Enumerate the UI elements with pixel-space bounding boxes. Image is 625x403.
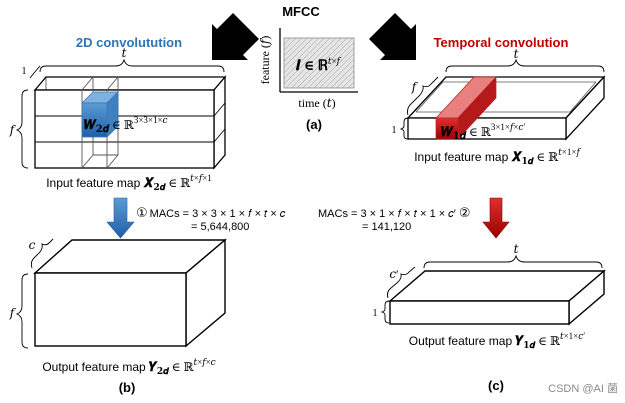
temporal-dim-t: 𝑡 bbox=[514, 47, 519, 61]
temporal-output-box bbox=[388, 269, 606, 326]
conv2d-brace-t bbox=[39, 58, 225, 73]
temporal-macs-line2: = 141,120 bbox=[362, 221, 411, 233]
mfcc-panel bbox=[279, 28, 358, 93]
conv2d-dim-1: 1 bbox=[22, 66, 27, 77]
temporal-out-dim-t: 𝑡 bbox=[514, 242, 519, 256]
temporal-down-arrow-icon bbox=[482, 197, 510, 239]
temporal-out-brace-1 bbox=[380, 300, 390, 324]
temporal-brace-f bbox=[407, 76, 439, 116]
mfcc-x-axis-label: time (𝑡) bbox=[298, 96, 335, 110]
conv2d-dim-f: 𝑓 bbox=[9, 123, 17, 137]
temporal-brace-t bbox=[445, 58, 605, 73]
temporal-out-brace-t bbox=[423, 254, 603, 269]
temporal-dim-1: 1 bbox=[392, 125, 397, 136]
conv2d-brace-1 bbox=[29, 65, 41, 79]
arrow-to-conv2d-icon bbox=[212, 13, 259, 60]
temporal-output-caption: Output feature map 𝒀𝟏𝒅 ∈ ℝ𝑡×1×𝑐′ bbox=[409, 331, 586, 350]
conv2d-out-brace-c bbox=[30, 238, 54, 269]
temporal-out-dim-1: 1 bbox=[373, 308, 378, 319]
temporal-input-caption: Input feature map 𝑿𝟏𝒅 ∈ ℝ𝑡×1×𝑓 bbox=[414, 147, 581, 166]
conv2d-brace-f bbox=[15, 89, 29, 169]
conv2d-out-dim-f: 𝑓 bbox=[9, 306, 17, 320]
conv2d-input-caption: Input feature map 𝑿𝟐𝒅 ∈ ℝ𝑡×𝑓×1 bbox=[46, 173, 212, 192]
temporal-title: Temporal convolution bbox=[434, 35, 569, 50]
temporal-out-brace-c bbox=[386, 266, 416, 299]
panel-label-b: (b) bbox=[119, 380, 136, 395]
conv2d-dim-t: 𝑡 bbox=[122, 46, 127, 60]
temporal-brace-1 bbox=[399, 117, 409, 140]
conv2d-out-brace-f bbox=[15, 273, 29, 349]
watermark: CSDN @AI 菌 bbox=[548, 382, 618, 395]
temporal-dim-f: 𝑓 bbox=[411, 80, 419, 94]
mfcc-y-axis-label: feature (𝑓) bbox=[258, 36, 272, 85]
mfcc-title: MFCC bbox=[282, 4, 320, 19]
conv2d-input-box bbox=[33, 75, 227, 170]
conv2d-kernel-label: 𝑾𝟐𝒅 ∈ ℝ3×3×1×𝑐 bbox=[84, 115, 168, 135]
temporal-kernel-label: 𝑾𝟏𝒅 ∈ ℝ3×1×𝑓×𝑐′ bbox=[441, 122, 525, 142]
conv2d-output-caption: Output feature map 𝒀𝟐𝒅 ∈ ℝ𝑡×𝑓×𝑐 bbox=[42, 357, 215, 376]
arrow-to-temporal-icon bbox=[369, 13, 416, 60]
conv2d-title: 2D convolutution bbox=[76, 35, 182, 50]
mfcc-spectrogram bbox=[283, 37, 355, 89]
panel-label-c: (c) bbox=[488, 378, 504, 393]
conv2d-macs-line2: = 5,644,800 bbox=[191, 221, 249, 233]
panel-label-a: (a) bbox=[306, 117, 322, 132]
conv2d-output-box bbox=[33, 238, 227, 348]
conv2d-kernel-cube bbox=[81, 91, 119, 138]
temporal-macs-line1: MACs = 3 × 1 × 𝑓 × 𝑡 × 1 × 𝑐′② bbox=[318, 205, 471, 220]
temporal-kernel-bar bbox=[435, 76, 497, 140]
temporal-out-dim-c: 𝑐′ bbox=[389, 267, 399, 281]
mfcc-tensor-label: 𝑰 ∈ ℝ𝑡×𝑓 bbox=[295, 56, 342, 74]
conv2d-out-dim-c: 𝑐 bbox=[29, 238, 36, 252]
conv2d-down-arrow-icon bbox=[106, 197, 135, 239]
